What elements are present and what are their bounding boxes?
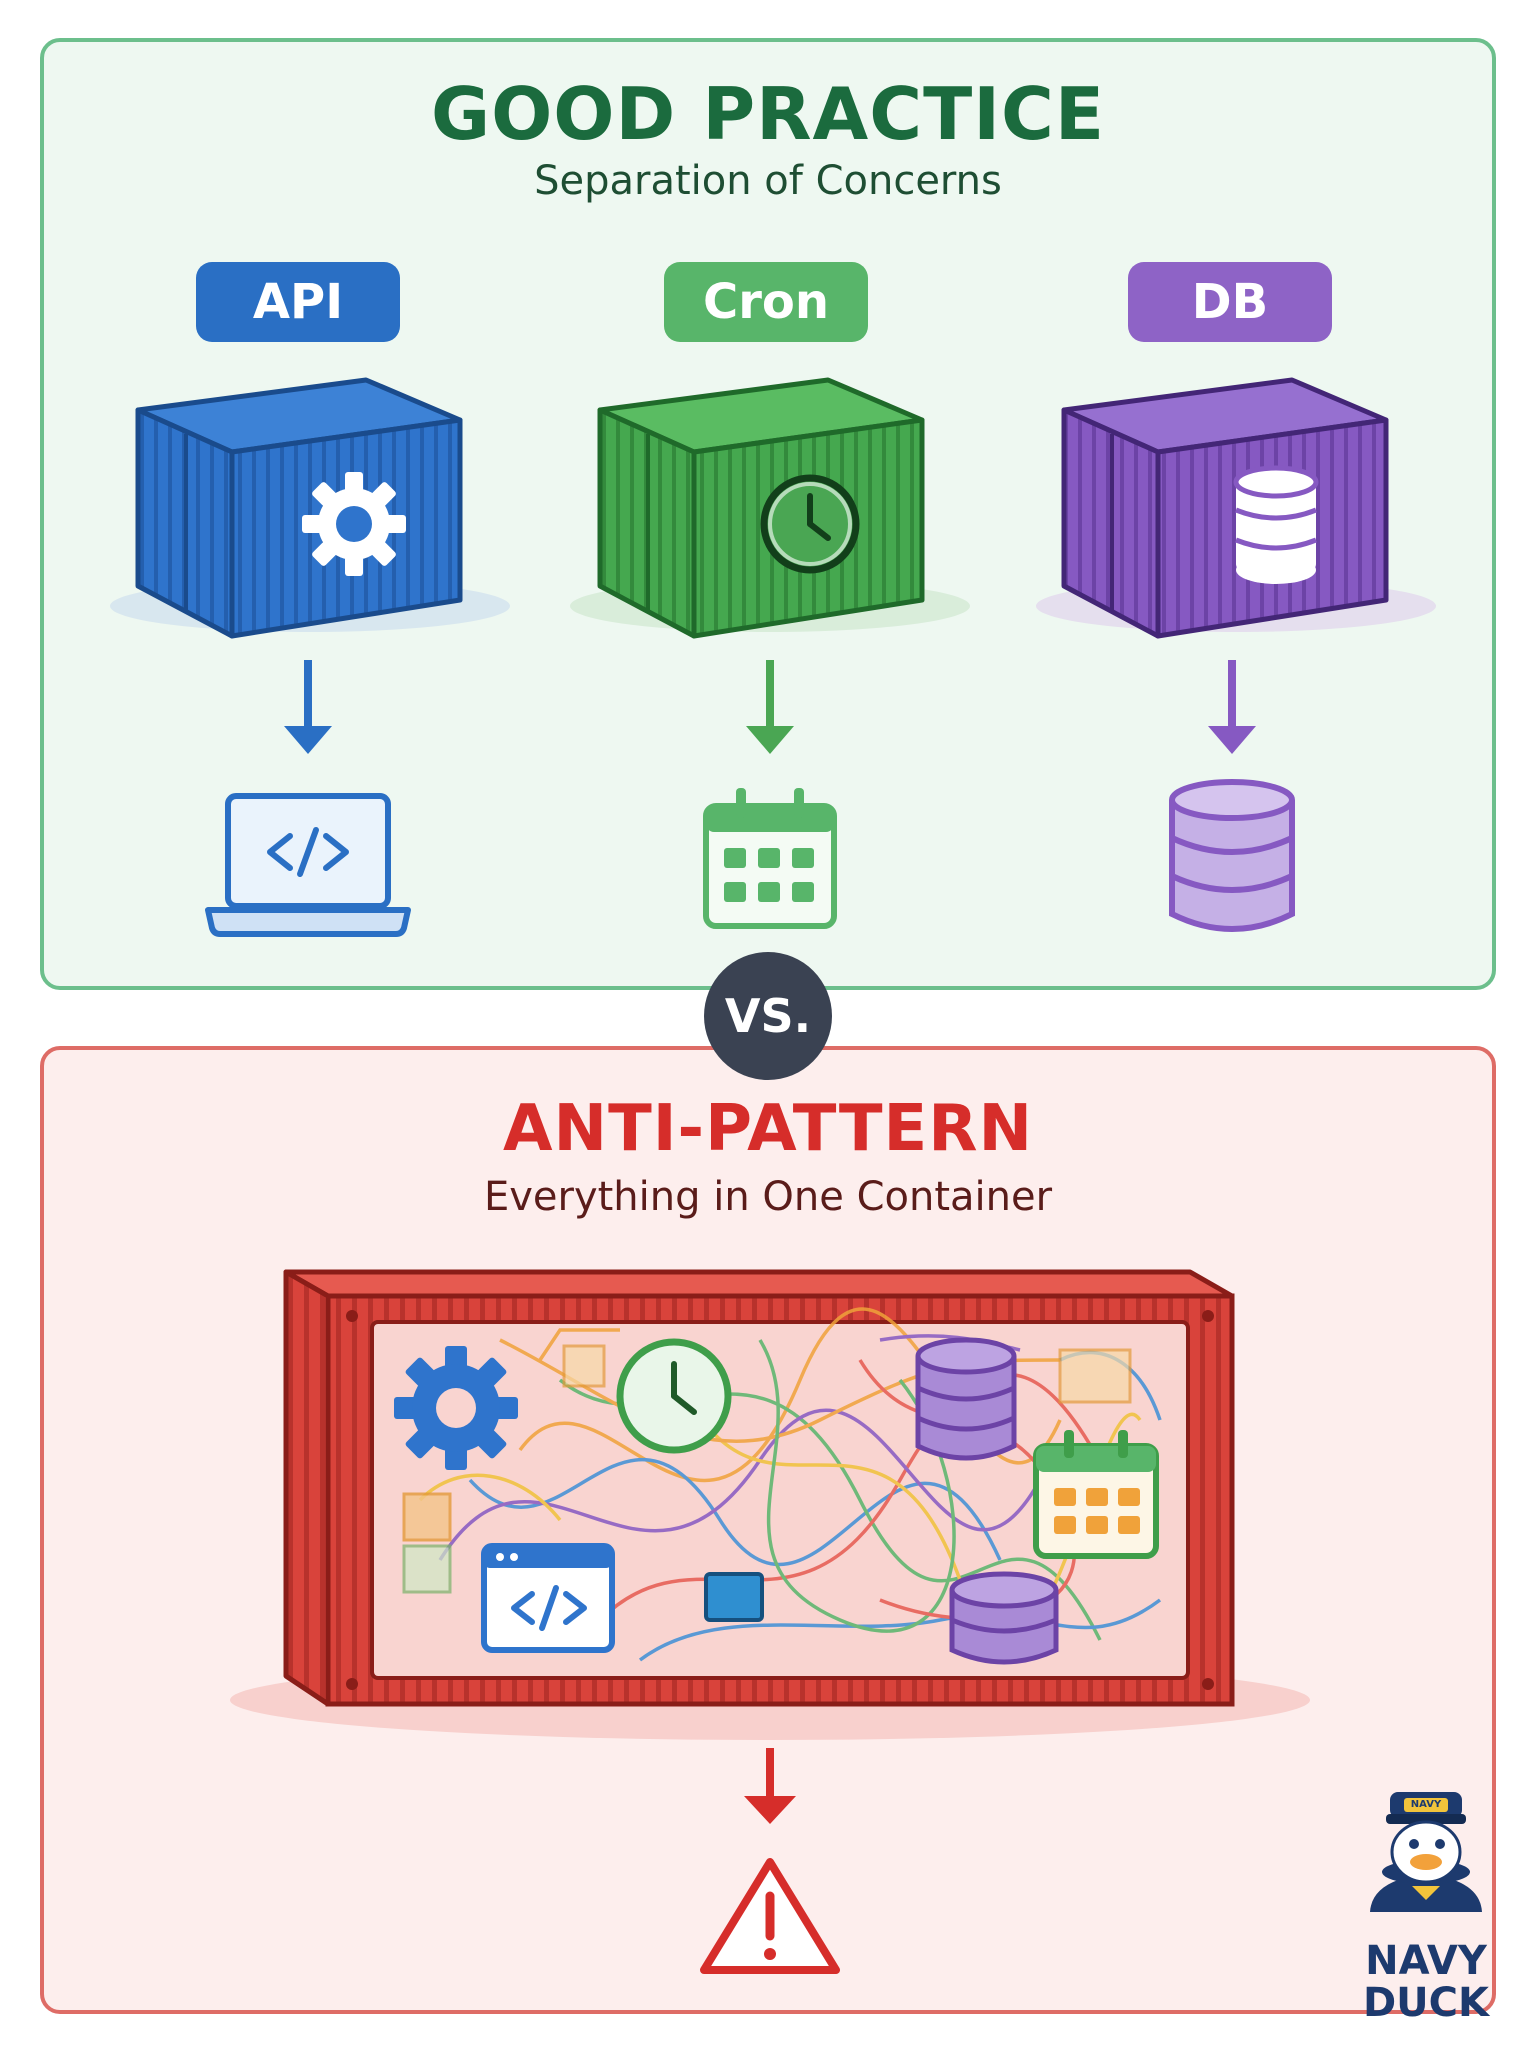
db-label: DB <box>1128 262 1332 342</box>
good-practice-subtitle: Separation of Concerns <box>534 158 1002 204</box>
vs-separator: VS. <box>704 952 832 1080</box>
navy-duck-logo <box>1370 1792 1482 1912</box>
gear-icon <box>302 472 406 576</box>
anti-pattern-subtitle: Everything in One Container <box>483 1174 1053 1220</box>
brand-line-2: DUCK <box>1362 1980 1490 2026</box>
warning-icon <box>700 1858 840 1974</box>
tangled-database-small-icon <box>949 1571 1059 1665</box>
tangled-calendar-icon <box>1033 1430 1159 1559</box>
api-container <box>110 377 510 639</box>
database-icon <box>1233 465 1319 584</box>
tangled-database-icon <box>915 1337 1017 1461</box>
legacy-block-icons <box>402 1344 1132 1622</box>
laptop-code-icon <box>205 793 411 937</box>
good-practice-title: GOOD PRACTICE <box>430 72 1106 156</box>
brand-wordmark: NAVY DUCK <box>1346 1940 1506 2024</box>
cron-label: Cron <box>664 262 868 342</box>
failure-arrow <box>744 1748 796 1824</box>
database-output-icon <box>1169 779 1295 932</box>
brand-line-1: NAVY <box>1365 1938 1487 1984</box>
cron-arrow <box>746 660 794 754</box>
clock-icon <box>760 474 860 574</box>
anti-pattern-title: ANTI-PATTERN <box>502 1092 1034 1166</box>
db-arrow <box>1208 660 1256 754</box>
tangled-gear-icon <box>394 1346 518 1470</box>
calendar-icon <box>703 788 837 929</box>
brand-cap-text: NAVY <box>1410 1799 1442 1810</box>
tangled-clock-icon <box>616 1338 732 1454</box>
api-label: API <box>196 262 400 342</box>
api-arrow <box>284 660 332 754</box>
tangled-code-window-icon <box>481 1543 615 1653</box>
